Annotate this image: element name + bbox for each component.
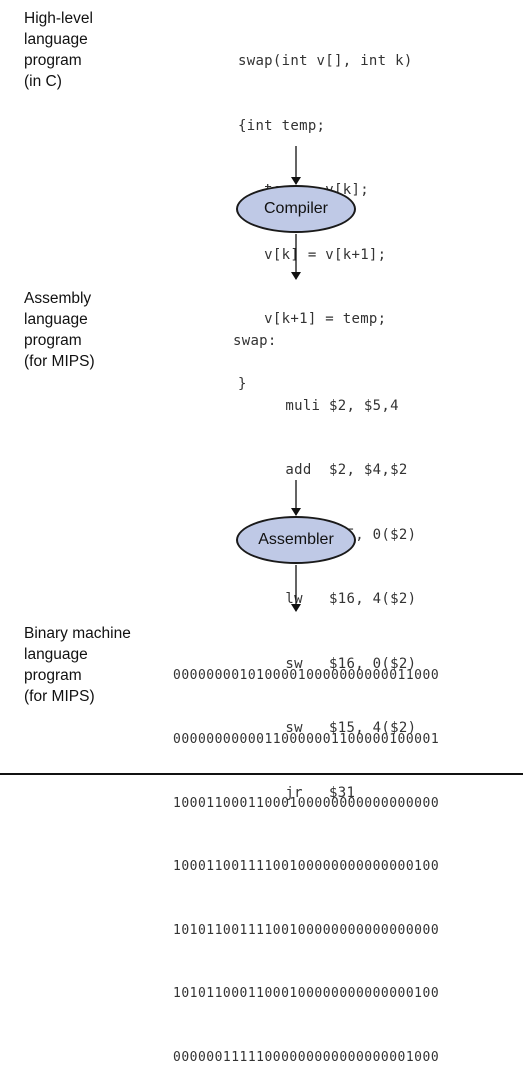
- asm-line: sw $16, 0($2): [233, 655, 417, 672]
- flow-arrows: [291, 146, 301, 612]
- compiler-label: Compiler: [263, 200, 328, 217]
- code-line: swap(int v[], int k): [238, 53, 413, 69]
- bottom-rule: [0, 773, 523, 775]
- binary-line: 10001100011000100000000000000000: [173, 795, 440, 811]
- high-level-label-line: program: [24, 52, 82, 69]
- asm-line: muli $2, $5,4: [233, 397, 399, 414]
- asm-line: swap:: [233, 333, 277, 349]
- binary-line: 00000000101000010000000000011000: [173, 668, 440, 684]
- asm-line: sw $15, 4($2): [233, 720, 417, 736]
- assembler-label: Assembler: [258, 531, 334, 548]
- code-line: {int temp;: [238, 117, 326, 134]
- assembler-node: Assembler: [236, 516, 356, 564]
- high-level-label: High-level language program (in C): [24, 8, 93, 92]
- high-level-label-line: (in C): [24, 73, 62, 90]
- asm-line: lw $16, 4($2): [233, 591, 417, 607]
- binary-label-line: language: [24, 646, 88, 663]
- binary-line: 00000000000110000001100000100001: [173, 732, 440, 748]
- asm-line: add $2, $4,$2: [233, 462, 408, 478]
- assembly-label-line: language: [24, 311, 88, 328]
- binary-line: 10001100111100100000000000000100: [173, 859, 440, 875]
- high-level-label-line: language: [24, 31, 88, 48]
- binary-label-line: Binary machine: [24, 625, 131, 642]
- binary-line: 10101100111100100000000000000000: [173, 922, 440, 938]
- code-line: }: [238, 375, 247, 392]
- compiler-node: Compiler: [236, 185, 356, 233]
- assembly-label-line: Assembly: [24, 290, 92, 307]
- binary-label-line: program: [24, 667, 82, 684]
- assembly-label-line: program: [24, 332, 82, 349]
- binary-line: 00000011111000000000000000001000: [173, 1050, 440, 1066]
- binary-line: 10101100011000100000000000000100: [173, 986, 440, 1002]
- code-line: v[k+1] = temp;: [238, 311, 387, 327]
- assembly-label: Assembly language program (for MIPS): [24, 288, 95, 372]
- code-line: v[k] = v[k+1];: [238, 246, 387, 263]
- assembly-label-line: (for MIPS): [24, 353, 95, 370]
- binary-label-line: (for MIPS): [24, 688, 95, 705]
- binary-label: Binary machine language program (for MIP…: [24, 623, 131, 707]
- high-level-label-line: High-level: [24, 10, 93, 27]
